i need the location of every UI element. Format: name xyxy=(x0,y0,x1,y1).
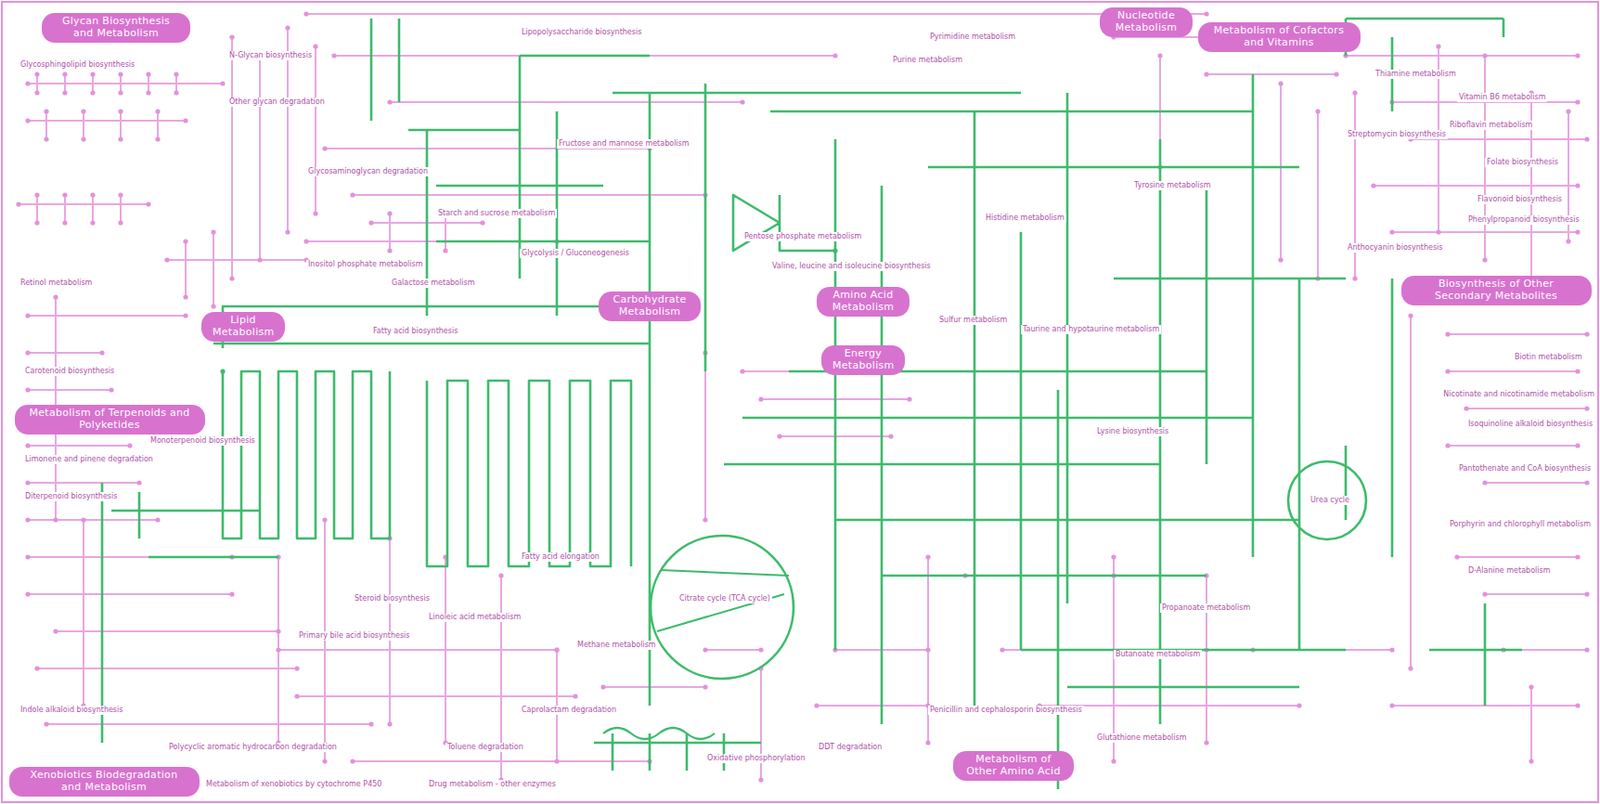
pathway-label: Limonene and pinene degradation xyxy=(23,454,155,465)
category-pill: Nucleotide Metabolism xyxy=(1099,7,1193,37)
category-name: Glycan Biosynthesis and Metabolism xyxy=(52,15,180,39)
pathway-label: Inositol phosphate metabolism xyxy=(306,259,426,270)
pathway-label: Pentose phosphate metabolism xyxy=(742,232,864,242)
pathway-label: Linoleic acid metabolism xyxy=(426,612,523,622)
pathway-label: Pyrimidine metabolism xyxy=(928,32,1018,42)
pathway-label: Monoterpenoid biosynthesis xyxy=(148,436,258,446)
pathway-label: Thiamine metabolism xyxy=(1373,69,1459,79)
pathway-label: Caprolactam degradation xyxy=(519,705,619,715)
tca-cycle-ring xyxy=(650,535,794,679)
category-name: Metabolism of Cofactors and Vitamins xyxy=(1209,25,1350,49)
pathway-label: Folate biosynthesis xyxy=(1484,157,1561,168)
pathway-label: Other glycan degradation xyxy=(227,97,327,107)
pathway-label: Biotin metabolism xyxy=(1512,352,1585,362)
pathway-label: Flavonoid biosynthesis xyxy=(1475,194,1564,205)
category-pill: Energy Metabolism xyxy=(821,345,905,375)
pathway-label: Indole alkaloid biosynthesis xyxy=(18,705,125,715)
category-pill: Lipid Metabolism xyxy=(201,311,285,341)
pathway-label: Drug metabolism - other enzymes xyxy=(426,779,558,789)
pathway-label: Retinol metabolism xyxy=(18,278,94,288)
pathway-label: Diterpenoid biosynthesis xyxy=(23,491,119,502)
pathway-label: Steroid biosynthesis xyxy=(352,593,432,604)
pathway-label: Starch and sucrose metabolism xyxy=(436,208,557,219)
category-name: Metabolism of Other Amino Acid xyxy=(964,753,1063,777)
urea-cycle-ring xyxy=(1288,461,1367,540)
pathway-label: Purine metabolism xyxy=(890,55,965,65)
pathway-label: Tyrosine metabolism xyxy=(1132,180,1213,191)
pathway-label: Metabolism of xenobiotics by cytochrome … xyxy=(204,779,384,789)
pathway-label: Citrate cycle (TCA cycle) xyxy=(677,593,773,604)
pathway-label: Lipopolysaccharide biosynthesis xyxy=(519,27,644,38)
pathway-label: N-Glycan biosynthesis xyxy=(227,51,314,61)
category-pill: Amino Acid Metabolism xyxy=(816,286,910,316)
pathway-label: Nicotinate and nicotinamide metabolism xyxy=(1441,389,1597,400)
pathway-label: Anthocyanin biosynthesis xyxy=(1345,243,1445,253)
pathway-label: Propanoate metabolism xyxy=(1160,603,1252,613)
pathway-label: Toluene degradation xyxy=(445,742,526,752)
pathway-label: Pantothenate and CoA biosynthesis xyxy=(1457,464,1593,474)
pathway-label: Butanoate metabolism xyxy=(1113,649,1202,659)
pathway-label: Methane metabolism xyxy=(575,640,659,650)
pathway-label: Glycosphingolipid biosynthesis xyxy=(18,60,137,70)
category-pill: Metabolism of Cofactors and Vitamins xyxy=(1198,22,1361,52)
pathway-label: Primary bile acid biosynthesis xyxy=(296,631,412,641)
category-pill: Metabolism of Other Amino Acid xyxy=(953,750,1074,780)
category-name: Amino Acid Metabolism xyxy=(827,289,899,313)
pathway-label: Valine, leucine and isoleucine biosynthe… xyxy=(770,261,933,271)
category-name: Metabolism of Terpenoids and Polyketides xyxy=(25,407,194,431)
category-pill: Glycan Biosynthesis and Metabolism xyxy=(41,12,191,42)
category-pill: Carbohydrate Metabolism xyxy=(598,291,701,321)
pathway-label: Oxidative phosphorylation xyxy=(705,753,808,763)
pathway-label: Glycosaminoglycan degradation xyxy=(306,167,430,177)
pathway-label: Taurine and hypotaurine metabolism xyxy=(1020,324,1162,335)
pathway-label: Streptomycin biosynthesis xyxy=(1345,129,1448,140)
pathway-label: Riboflavin metabolism xyxy=(1447,120,1535,130)
pathway-label: Galactose metabolism xyxy=(389,278,477,288)
pathway-label: Fatty acid elongation xyxy=(519,552,602,562)
pathway-label: Isoquinoline alkaloid biosynthesis xyxy=(1466,419,1595,429)
category-pill: Xenobiotics Biodegradation and Metabolis… xyxy=(9,766,200,796)
category-name: Biosynthesis of Other Secondary Metaboli… xyxy=(1412,278,1581,302)
tca-cycle-chords xyxy=(657,569,789,632)
pathway-label: Glycolysis / Gluconeogenesis xyxy=(519,248,632,259)
pathway-label: Sulfur metabolism xyxy=(937,315,1009,325)
green-pathways xyxy=(102,18,1523,789)
pathway-label: Vitamin B6 metabolism xyxy=(1457,92,1548,103)
pink-pathways xyxy=(18,13,1588,780)
category-name: Carbohydrate Metabolism xyxy=(609,294,690,318)
pathway-label: Fructose and mannose metabolism xyxy=(556,139,692,149)
pathway-label: Phenylpropanoid biosynthesis xyxy=(1466,215,1582,225)
category-name: Nucleotide Metabolism xyxy=(1110,10,1182,34)
category-name: Energy Metabolism xyxy=(832,348,894,372)
pathway-label: DDT degradation xyxy=(816,742,884,752)
pathway-label: Penicillin and cephalosporin biosynthesi… xyxy=(928,705,1084,715)
category-pill: Biosynthesis of Other Secondary Metaboli… xyxy=(1401,275,1592,305)
category-name: Xenobiotics Biodegradation and Metabolis… xyxy=(20,769,189,793)
pathway-label: Polycyclic aromatic hydrocarbon degradat… xyxy=(167,742,339,752)
pathway-label: Urea cycle xyxy=(1308,495,1352,505)
oxphos-links xyxy=(603,727,715,739)
pathway-label: D-Alanine metabolism xyxy=(1466,566,1552,576)
pathway-label: Fatty acid biosynthesis xyxy=(371,326,460,336)
pathway-label: Carotenoid biosynthesis xyxy=(23,366,117,376)
pathway-label: Porphyrin and chlorophyll metabolism xyxy=(1447,519,1593,530)
pathway-label: Glutathione metabolism xyxy=(1095,733,1189,743)
pathway-label: Lysine biosynthesis xyxy=(1095,426,1171,437)
category-name: Lipid Metabolism xyxy=(212,314,274,338)
pathway-label: Histidine metabolism xyxy=(983,213,1067,223)
category-pill: Metabolism of Terpenoids and Polyketides xyxy=(14,404,206,434)
